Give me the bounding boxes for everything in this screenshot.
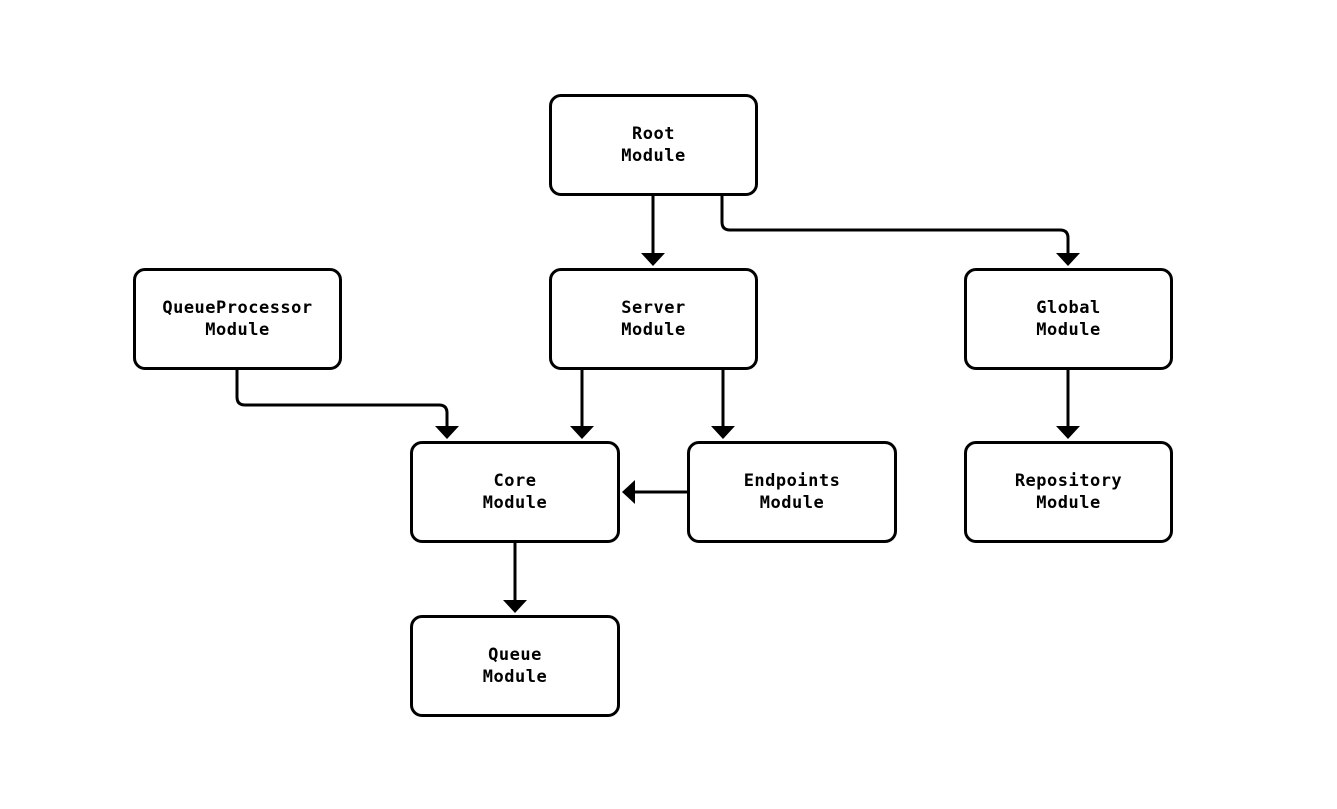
arrowhead-core-to-queue (503, 600, 527, 613)
node-repository[interactable]: Repository Module (964, 441, 1173, 543)
node-core[interactable]: Core Module (410, 441, 620, 543)
edge-queueprocessor-to-core (235, 370, 449, 428)
node-queueprocessor[interactable]: QueueProcessor Module (133, 268, 342, 370)
node-label-queue: Queue Module (482, 645, 548, 687)
arrowhead-endpoints-to-core (622, 480, 635, 504)
arrowhead-root-to-server (641, 253, 665, 266)
node-label-core: Core Module (482, 471, 548, 513)
node-server[interactable]: Server Module (549, 268, 758, 370)
node-label-root: Root Module (621, 124, 686, 166)
node-label-queueprocessor: QueueProcessor Module (162, 298, 313, 340)
node-label-repository: Repository Module (1014, 471, 1123, 513)
node-queue[interactable]: Queue Module (410, 615, 620, 717)
edge-root-to-global (720, 196, 1070, 255)
arrowhead-global-to-repository (1056, 426, 1080, 439)
node-label-server: Server Module (621, 298, 686, 340)
node-label-endpoints: Endpoints Module (743, 471, 841, 513)
arrowhead-root-to-global (1056, 253, 1080, 266)
arrowhead-server-to-endpoints (711, 426, 735, 439)
arrowhead-server-to-core (570, 426, 594, 439)
arrowhead-queueprocessor-to-core (435, 426, 459, 439)
node-root[interactable]: Root Module (549, 94, 758, 196)
node-global[interactable]: Global Module (964, 268, 1173, 370)
node-endpoints[interactable]: Endpoints Module (687, 441, 897, 543)
node-label-global: Global Module (1036, 298, 1101, 340)
